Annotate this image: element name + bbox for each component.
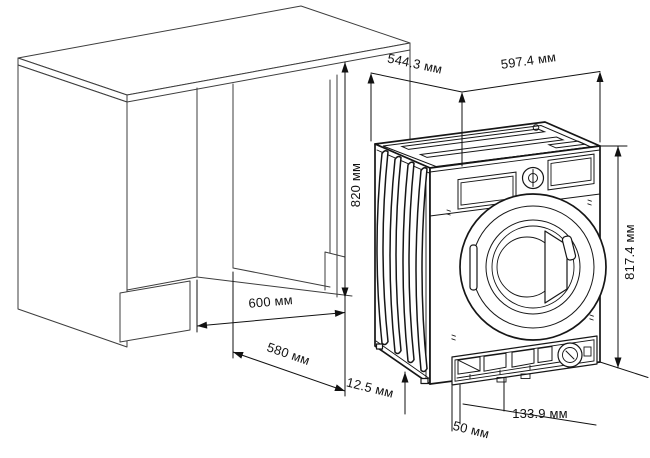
ext-line-machine-height-bottom bbox=[599, 361, 649, 378]
dim-label-front-clearance: 50 мм bbox=[451, 418, 490, 441]
dim-label-top-depth: 544.3 мм bbox=[386, 50, 444, 76]
arrowhead-up-left-icon bbox=[233, 352, 244, 359]
niche-right-step bbox=[324, 251, 346, 291]
machine-foot-front bbox=[420, 377, 429, 385]
plinth-rail bbox=[456, 361, 561, 379]
panel-display-outer bbox=[547, 153, 595, 191]
dim-line-top-width bbox=[461, 71, 601, 93]
top-rail-front bbox=[418, 136, 565, 158]
top-bolt-hole bbox=[532, 124, 540, 131]
screw-mark-bottom-right bbox=[589, 314, 594, 321]
top-small-slot bbox=[547, 140, 587, 149]
panel-top-rib bbox=[429, 149, 601, 173]
screw-mark-top-right bbox=[587, 199, 592, 206]
side-vent-slot-2 bbox=[389, 155, 402, 355]
service-vent-3 bbox=[511, 348, 535, 368]
arrowhead-up-icon bbox=[341, 62, 349, 73]
cabinet-side-panel bbox=[17, 64, 128, 348]
pump-filter-slot bbox=[565, 350, 575, 360]
niche-floor-front-edge bbox=[196, 276, 353, 297]
door-glass-inner bbox=[491, 225, 575, 309]
dim-label-plinth-height: 133.9 мм bbox=[512, 406, 568, 421]
service-vent-2 bbox=[483, 352, 507, 372]
cabinet-drawing bbox=[17, 5, 411, 348]
side-vent-slot-4 bbox=[415, 167, 428, 373]
top-rail-back bbox=[400, 128, 547, 150]
arrowhead-up-icon bbox=[401, 372, 409, 383]
dim-line-niche-width bbox=[196, 312, 346, 327]
side-vent-slot-3 bbox=[402, 161, 415, 364]
panel-display-inner bbox=[550, 157, 592, 187]
dim-label-niche-width: 600 мм bbox=[248, 292, 294, 311]
service-vent-4 bbox=[537, 345, 553, 364]
service-panel-inner bbox=[454, 339, 595, 382]
arrowhead-up-icon bbox=[458, 92, 466, 103]
side-vent-slot-1 bbox=[376, 150, 389, 346]
dim-label-machine-height: 817.4 мм bbox=[622, 224, 637, 280]
arrowhead-down-icon bbox=[341, 287, 349, 298]
drum-recess bbox=[544, 230, 568, 304]
dim-label-niche-height: 820 мм bbox=[348, 163, 363, 207]
arrowhead-down-right-icon bbox=[334, 384, 345, 391]
service-vent-1 bbox=[457, 356, 481, 375]
dim-label-top-width: 597.4 мм bbox=[500, 49, 557, 72]
side-bottom-rib bbox=[375, 340, 431, 380]
door-hinge bbox=[469, 244, 478, 291]
machine-foot-back bbox=[375, 343, 384, 350]
leader-lines-front-clearance bbox=[451, 384, 461, 432]
niche-floor-back-edge bbox=[232, 267, 331, 288]
door-glass-outer bbox=[485, 219, 581, 315]
screw-mark-top-left bbox=[446, 209, 451, 216]
dim-label-base-gap: 12.5 мм bbox=[345, 375, 395, 401]
pump-filter-inner bbox=[562, 347, 578, 363]
arrowhead-up-icon bbox=[614, 146, 622, 157]
dim-label-niche-depth: 580 мм bbox=[265, 339, 312, 368]
arrowhead-left-icon bbox=[197, 321, 208, 329]
filter-latch bbox=[583, 346, 592, 357]
arrowhead-up-icon bbox=[367, 73, 375, 84]
plinth-clip-2 bbox=[520, 373, 531, 379]
arrowhead-down-icon bbox=[614, 357, 622, 368]
leader-line-plinth-slant bbox=[462, 403, 597, 426]
screw-mark-bottom-left bbox=[451, 334, 456, 341]
cabinet-plinth bbox=[119, 280, 191, 343]
washing-machine-drawing bbox=[374, 121, 607, 386]
door-handle-recess bbox=[561, 235, 577, 261]
plinth-clip-1 bbox=[496, 377, 507, 383]
top-frame-border bbox=[382, 124, 593, 168]
dim-line-top-depth bbox=[370, 72, 463, 93]
dim-line-niche-depth bbox=[232, 351, 346, 392]
arrowhead-right-icon bbox=[334, 309, 345, 317]
cabinet-floor-front-left bbox=[126, 276, 198, 291]
door-outer-ring bbox=[459, 193, 607, 341]
